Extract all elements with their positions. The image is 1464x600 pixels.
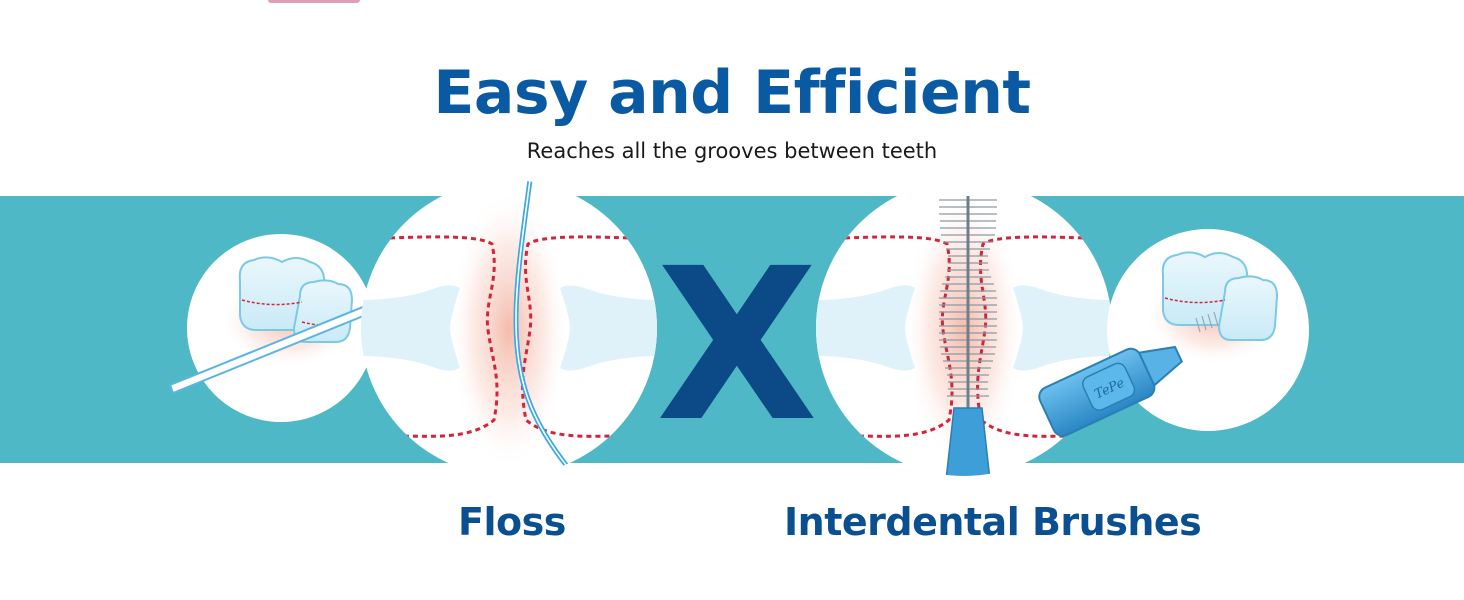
versus-x-mark: X (656, 223, 818, 468)
page-title: Easy and Efficient (433, 58, 1031, 128)
brush-teeth-icon: TePe (1038, 229, 1309, 437)
brush-handle: TePe (1038, 345, 1184, 437)
brush-bristles (939, 199, 997, 397)
page-subtitle: Reaches all the grooves between teeth (526, 139, 938, 163)
interdental-brushes-label: Interdental Brushes (784, 500, 1202, 544)
floss-teeth-icon (168, 234, 395, 422)
top-accent-bar (268, 0, 360, 3)
brush-closeup-icon (816, 180, 1112, 476)
floss-label: Floss (458, 500, 566, 544)
brush-neck (945, 407, 991, 476)
floss-closeup-icon (361, 180, 657, 476)
